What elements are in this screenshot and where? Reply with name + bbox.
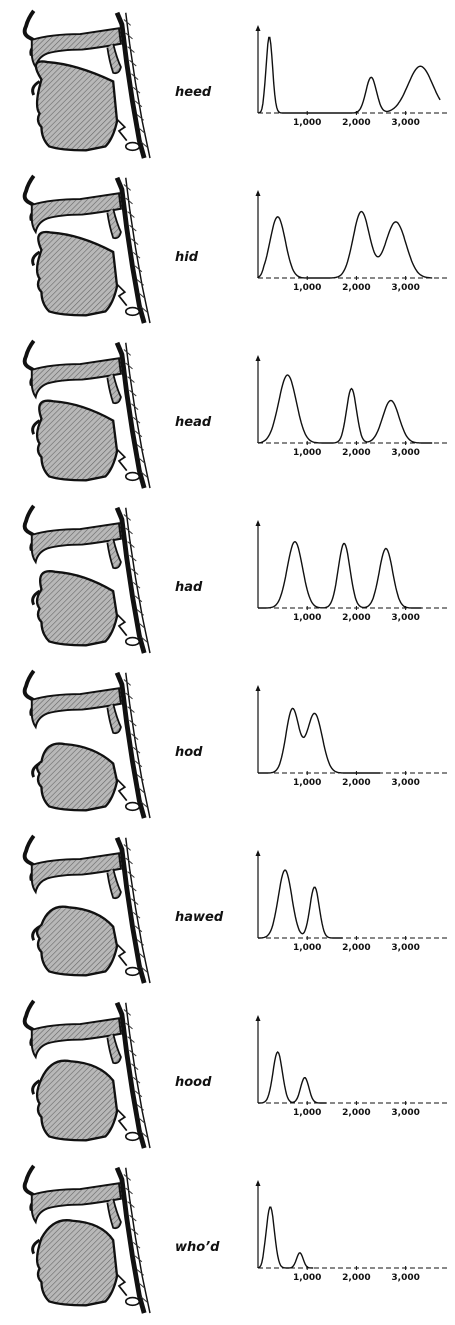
tick-label-2000: 2,000 <box>342 1273 370 1283</box>
larynx <box>126 968 140 976</box>
spectrum-plot: 1,000 2,000 3,000 <box>250 1178 455 1290</box>
spectrum-curve <box>258 708 380 773</box>
pharynx-wall <box>117 1003 144 1148</box>
larynx <box>126 1298 140 1306</box>
spectrum-plot: 1,000 2,000 3,000 <box>250 188 455 300</box>
tongue <box>37 744 117 811</box>
tongue <box>37 1061 117 1141</box>
spectrum-curve <box>258 870 343 938</box>
vocal-tract-profile <box>10 830 165 985</box>
tick-label-2000: 2,000 <box>342 283 370 293</box>
vowel-word-label: heed <box>175 85 211 100</box>
tick-label-2000: 2,000 <box>342 118 370 128</box>
spectrum-curve <box>258 542 421 608</box>
spectrum-curve <box>258 375 432 443</box>
spectrum-curve <box>258 1207 313 1268</box>
tongue <box>37 907 117 976</box>
pharynx-wall <box>117 1168 144 1313</box>
vowel-row: who’d 1,000 2,000 3,000 <box>0 1160 455 1320</box>
tick-label-1000: 1,000 <box>293 778 321 788</box>
spectrum-plot: 1,000 2,000 3,000 <box>250 848 455 960</box>
pharynx-wall <box>117 673 144 818</box>
tick-label-2000: 2,000 <box>342 943 370 953</box>
tongue <box>37 1220 117 1305</box>
tick-label-2000: 2,000 <box>342 448 370 458</box>
pharynx-wall <box>117 838 144 983</box>
spectrum-plot: 1,000 2,000 3,000 <box>250 23 455 135</box>
vowel-row: hid 1,000 2,000 3,000 <box>0 170 455 330</box>
vocal-tract-profile <box>10 995 165 1150</box>
tick-label-1000: 1,000 <box>293 118 321 128</box>
spectrum-plot: 1,000 2,000 3,000 <box>250 353 455 465</box>
larynx <box>126 308 140 316</box>
tick-label-1000: 1,000 <box>293 1108 321 1118</box>
larynx <box>126 473 140 481</box>
vocal-tract-profile <box>10 335 165 490</box>
spectrum-plot: 1,000 2,000 3,000 <box>250 683 455 795</box>
vowel-row: hood 1,000 2,000 3,000 <box>0 995 455 1155</box>
vocal-tract-profile <box>10 1160 165 1315</box>
vowel-row: hawed 1,000 2,000 3,000 <box>0 830 455 990</box>
vocal-tract-profile <box>10 170 165 325</box>
tick-label-3000: 3,000 <box>391 448 419 458</box>
vocal-tract-profile <box>10 5 165 160</box>
tick-label-2000: 2,000 <box>342 613 370 623</box>
vowel-word-label: head <box>175 415 211 430</box>
tick-label-3000: 3,000 <box>391 118 419 128</box>
vowel-word-label: who’d <box>175 1240 219 1255</box>
vowel-word-label: hood <box>175 1075 211 1090</box>
vocal-tract-profile <box>10 500 165 655</box>
tick-label-3000: 3,000 <box>391 1273 419 1283</box>
tick-label-1000: 1,000 <box>293 448 321 458</box>
larynx <box>126 1133 140 1141</box>
vowel-row: heed 1,000 2,000 3,000 <box>0 5 455 165</box>
tick-label-1000: 1,000 <box>293 283 321 293</box>
pharynx-wall <box>117 508 144 653</box>
tick-label-1000: 1,000 <box>293 613 321 623</box>
tongue <box>37 401 117 481</box>
tick-label-3000: 3,000 <box>391 283 419 293</box>
tongue <box>37 232 117 315</box>
tick-label-3000: 3,000 <box>391 613 419 623</box>
spectrum-plot: 1,000 2,000 3,000 <box>250 1013 455 1125</box>
vowel-word-label: had <box>175 580 202 595</box>
spectrum-curve <box>258 1052 326 1103</box>
tongue <box>37 571 117 645</box>
larynx <box>126 143 140 151</box>
vowel-row: hod 1,000 2,000 3,000 <box>0 665 455 825</box>
vowel-row: had 1,000 2,000 3,000 <box>0 500 455 660</box>
vowel-row: head 1,000 2,000 3,000 <box>0 335 455 495</box>
spectrum-curve <box>258 212 432 279</box>
tick-label-2000: 2,000 <box>342 1108 370 1118</box>
tick-label-1000: 1,000 <box>293 943 321 953</box>
vocal-tract-profile <box>10 665 165 820</box>
tick-label-3000: 3,000 <box>391 943 419 953</box>
larynx <box>126 638 140 646</box>
vowel-word-label: hod <box>175 745 203 760</box>
tick-label-1000: 1,000 <box>293 1273 321 1283</box>
spectrum-curve <box>258 37 440 113</box>
pharynx-wall <box>117 178 144 323</box>
larynx <box>126 803 140 811</box>
pharynx-wall <box>117 13 144 158</box>
spectrum-plot: 1,000 2,000 3,000 <box>250 518 455 630</box>
vowel-word-label: hid <box>175 250 198 265</box>
pharynx-wall <box>117 343 144 488</box>
vowel-word-label: hawed <box>175 910 223 925</box>
tongue <box>36 61 117 150</box>
tick-label-3000: 3,000 <box>391 778 419 788</box>
tick-label-2000: 2,000 <box>342 778 370 788</box>
tick-label-3000: 3,000 <box>391 1108 419 1118</box>
